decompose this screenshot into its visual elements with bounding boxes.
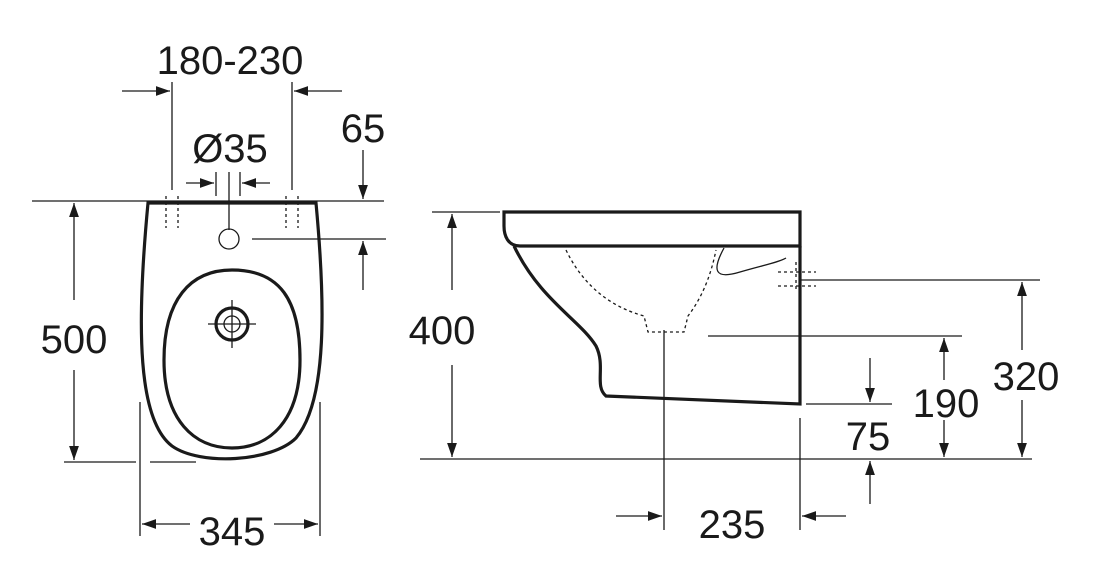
front-bowl-outline bbox=[139, 201, 324, 461]
dim-front-width: 345 bbox=[199, 510, 266, 554]
dim-mid-height: 190 bbox=[913, 382, 980, 426]
dim-front-height: 500 bbox=[41, 318, 108, 362]
side-inner-bowl bbox=[565, 249, 717, 333]
front-inner-bowl bbox=[162, 268, 302, 450]
dim-bottom-offset: 75 bbox=[846, 415, 891, 459]
front-view: 180-230 Ø35 65 500 345 bbox=[32, 39, 386, 554]
dim-side-height: 400 bbox=[409, 309, 476, 353]
dim-top-offset: 65 bbox=[341, 107, 386, 151]
dim-side-depth: 235 bbox=[699, 503, 766, 547]
dim-outlet-height: 320 bbox=[993, 355, 1060, 399]
dim-hole-diameter: Ø35 bbox=[192, 127, 268, 171]
side-outlet-pipe bbox=[716, 247, 787, 276]
side-rim bbox=[502, 210, 802, 248]
dim-hole-spacing: 180-230 bbox=[157, 39, 304, 83]
side-body bbox=[512, 245, 802, 406]
tap-hole-circle bbox=[218, 228, 240, 250]
side-view: 400 320 190 75 235 bbox=[409, 210, 1060, 547]
